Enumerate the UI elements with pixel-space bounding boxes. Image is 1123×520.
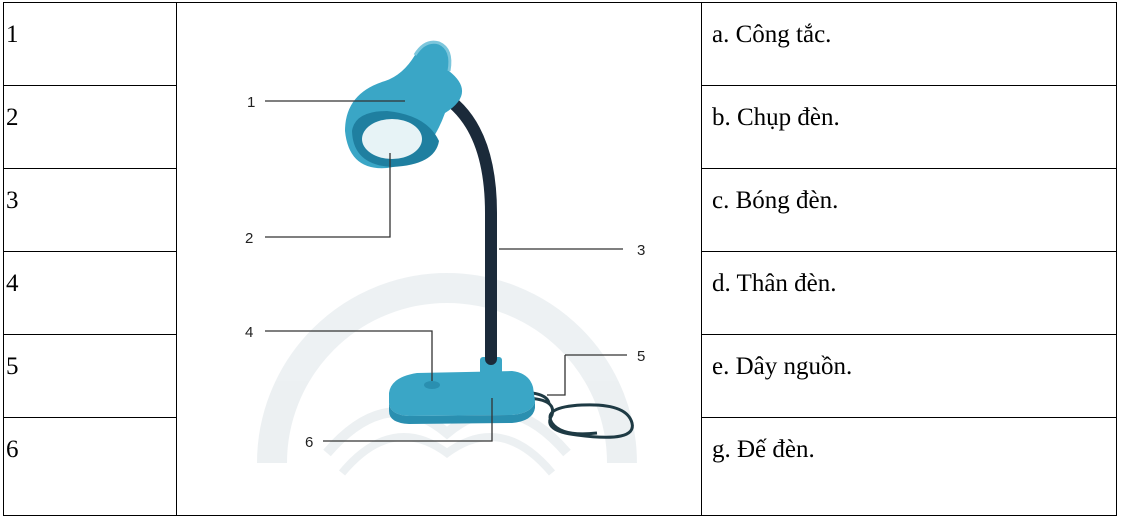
lamp-neck [433, 87, 497, 365]
callout-3: 3 [637, 242, 645, 259]
callout-lines [265, 100, 627, 442]
switch-button [424, 381, 440, 389]
callout-5: 5 [637, 348, 645, 365]
callout-1: 1 [247, 94, 255, 111]
number-2: 2 [6, 104, 19, 131]
answer-cell-d: d. Thân đèn. [701, 251, 1117, 335]
number-6: 6 [6, 436, 19, 463]
callout-6: 6 [305, 434, 313, 451]
number-cell-4: 4 [3, 251, 177, 335]
callout-2: 2 [245, 230, 253, 247]
number-cell-5: 5 [3, 334, 177, 418]
answer-b: b. Chụp đèn. [712, 104, 840, 131]
answer-cell-a: a. Công tắc. [701, 2, 1117, 86]
answer-g: g. Đế đèn. [712, 436, 815, 463]
answer-cell-g: g. Đế đèn. [701, 417, 1117, 516]
answer-cell-e: e. Dây nguồn. [701, 334, 1117, 418]
answer-d: d. Thân đèn. [712, 270, 837, 297]
bulb [362, 119, 422, 159]
number-cell-6: 6 [3, 417, 177, 516]
callout-4: 4 [245, 324, 253, 341]
lamp-base [389, 357, 535, 424]
number-1: 1 [6, 21, 19, 48]
lamp-image-cell: 1 2 3 4 5 6 [176, 2, 702, 516]
answer-a: a. Công tắc. [712, 21, 832, 48]
answer-e: e. Dây nguồn. [712, 353, 853, 380]
answer-cell-c: c. Bóng đèn. [701, 168, 1117, 252]
answer-c: c. Bóng đèn. [712, 187, 839, 214]
number-cell-1: 1 [3, 2, 177, 86]
number-5: 5 [6, 353, 19, 380]
answer-cell-b: b. Chụp đèn. [701, 85, 1117, 169]
power-cord [521, 391, 634, 439]
number-4: 4 [6, 270, 19, 297]
number-3: 3 [6, 187, 19, 214]
number-cell-3: 3 [3, 168, 177, 252]
matching-table: 1 2 3 4 5 6 [3, 2, 1117, 516]
number-cell-2: 2 [3, 85, 177, 169]
lamp-shade [345, 40, 463, 169]
watermark-logo [257, 273, 637, 476]
lamp-illustration: 1 2 3 4 5 6 [245, 40, 645, 476]
